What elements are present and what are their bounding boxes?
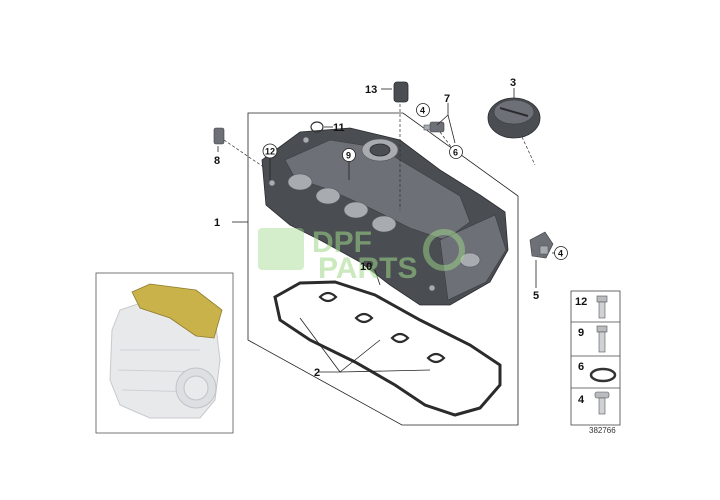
cap-part-13 xyxy=(393,81,409,103)
callout-7: 7 xyxy=(444,93,450,105)
callout-12: 12 xyxy=(265,147,275,157)
legend-item-4: 4 xyxy=(578,394,585,406)
oil-filler-cap xyxy=(487,97,541,139)
diagram-reference-number: 382766 xyxy=(589,426,616,435)
watermark: DPF PARTS xyxy=(258,226,465,285)
watermark-text-top: DPF xyxy=(312,226,372,259)
o-ring-part-11 xyxy=(310,121,324,133)
valve-part-7 xyxy=(423,121,445,133)
cover-gasket xyxy=(273,280,502,417)
callout-1: 1 xyxy=(214,217,220,229)
o-ring-icon xyxy=(589,367,617,383)
sensor-part-8 xyxy=(213,127,225,145)
bolt-icon xyxy=(596,295,608,319)
legend-item-9: 9 xyxy=(578,327,584,339)
stud-bolt-icon xyxy=(596,325,608,353)
callout-13: 13 xyxy=(365,84,377,96)
callout-6: 6 xyxy=(453,148,458,158)
callout-11: 11 xyxy=(333,122,345,134)
callout-4b: 4 xyxy=(558,249,563,259)
callout-4a: 4 xyxy=(420,106,425,116)
callout-8: 8 xyxy=(214,155,220,167)
legend-item-6: 6 xyxy=(578,361,584,373)
callout-9: 9 xyxy=(346,151,351,161)
cylinder-head-cover xyxy=(261,127,509,306)
fastener-legend: 12 9 6 4 xyxy=(570,290,621,426)
engine-highlighted-cover xyxy=(131,283,223,339)
legend-item-12: 12 xyxy=(575,296,587,308)
callout-10: 10 xyxy=(360,261,372,273)
callout-4b-circle xyxy=(554,246,568,260)
callout-5: 5 xyxy=(533,290,539,302)
engine-location-inset xyxy=(95,272,234,434)
assembly-frame xyxy=(247,112,519,426)
callout-3: 3 xyxy=(510,77,516,89)
callout-12-circle xyxy=(262,143,278,159)
callout-2: 2 xyxy=(314,367,320,379)
callout-6-circle xyxy=(449,145,463,159)
callout-4a-circle xyxy=(416,103,430,117)
screw-icon xyxy=(594,391,610,415)
callout-9-circle xyxy=(342,148,356,162)
connector-part-5 xyxy=(529,231,554,259)
watermark-text-bottom: PARTS xyxy=(318,252,417,285)
